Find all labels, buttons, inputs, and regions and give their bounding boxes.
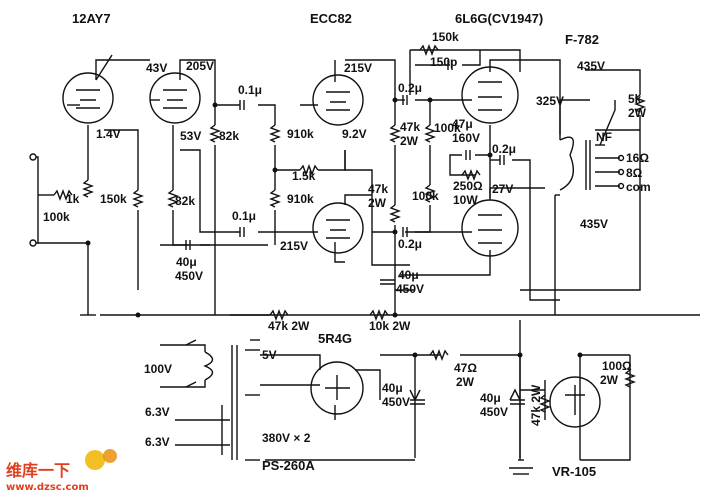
resistor-47k-upper-watt: 2W bbox=[400, 134, 419, 148]
capacitor-40u-a: 40μ bbox=[176, 255, 197, 269]
wiring bbox=[29, 49, 700, 475]
voltage-325v: 325V bbox=[536, 94, 564, 108]
capacitor-40u-c: 40μ bbox=[382, 381, 403, 395]
volume-pot-100k: 100k bbox=[43, 210, 70, 224]
capacitors bbox=[185, 60, 525, 405]
capacitor-47u: 47μ bbox=[452, 117, 473, 131]
junction-dots bbox=[85, 97, 583, 358]
resistor-250ohm: 250Ω bbox=[453, 179, 483, 193]
resistor-100ohm-watt: 2W bbox=[600, 373, 619, 387]
tube-label-ecc82: ECC82 bbox=[310, 11, 352, 26]
tube-label-5r4g: 5R4G bbox=[318, 331, 352, 346]
resistor-47ohm: 47Ω bbox=[454, 361, 477, 375]
voltage-215v-upper: 215V bbox=[344, 61, 372, 75]
terminal-com bbox=[617, 182, 625, 190]
power-transformer-label: PS-260A bbox=[262, 458, 315, 473]
heater-6-3v-b: 6.3V bbox=[145, 435, 170, 449]
voltage-9-2v: 9.2V bbox=[342, 127, 367, 141]
resistor-100k-grid-upper: 100k bbox=[434, 121, 461, 135]
terminal-16ohm bbox=[617, 154, 625, 162]
tap-8ohm: 8Ω bbox=[626, 166, 643, 180]
capacitor-40u-b-voltage: 450V bbox=[396, 282, 424, 296]
tube-envelopes bbox=[62, 66, 601, 428]
filament-5v: 5V bbox=[262, 348, 277, 362]
tube-label-vr105: VR-105 bbox=[552, 464, 596, 479]
voltage-205v: 205V bbox=[186, 59, 214, 73]
tube-internals bbox=[76, 81, 585, 415]
terminal-8ohm bbox=[617, 168, 625, 176]
watermark-url: www.dzsc.com bbox=[6, 482, 89, 493]
capacitor-47u-voltage: 160V bbox=[452, 131, 480, 145]
resistor-5k-watt: 2W bbox=[628, 106, 647, 120]
resistor-47k-2w-regulator: 47k 2W bbox=[529, 384, 543, 426]
capacitor-0-1u-bottom: 0.1μ bbox=[232, 209, 256, 223]
voltage-43v: 43V bbox=[146, 61, 167, 75]
resistor-150k-feedback: 150k bbox=[432, 30, 459, 44]
resistor-250ohm-watt: 10W bbox=[453, 193, 478, 207]
secondary-380v: 380V × 2 bbox=[262, 431, 311, 445]
tap-com: com bbox=[626, 180, 651, 194]
capacitor-40u-a-voltage: 450V bbox=[175, 269, 203, 283]
heater-6-3v-a: 6.3V bbox=[145, 405, 170, 419]
resistors bbox=[53, 44, 646, 413]
capacitor-0-1u-top: 0.1μ bbox=[238, 83, 262, 97]
tube-label-12ay7: 12AY7 bbox=[72, 11, 111, 26]
capacitor-40u-c-voltage: 450V bbox=[382, 395, 410, 409]
resistor-47k-lower: 47k bbox=[368, 182, 388, 196]
resistor-1k: 1k bbox=[66, 192, 80, 206]
output-transformer-label: F-782 bbox=[565, 32, 599, 47]
capacitor-40u-d: 40μ bbox=[480, 391, 501, 405]
resistor-47ohm-watt: 2W bbox=[456, 375, 475, 389]
voltage-27v: 27V bbox=[492, 182, 513, 196]
resistor-47k-2w-rail: 47k 2W bbox=[268, 319, 310, 333]
tube-label-6l6g: 6L6G(CV1947) bbox=[455, 11, 543, 26]
voltage-53v: 53V bbox=[180, 129, 201, 143]
resistor-150k: 150k bbox=[100, 192, 127, 206]
resistor-100ohm: 100Ω bbox=[602, 359, 632, 373]
capacitor-0-2u-top: 0.2μ bbox=[398, 81, 422, 95]
capacitor-150p: 150p bbox=[430, 55, 457, 69]
resistor-47k-upper: 47k bbox=[400, 120, 420, 134]
resistor-100k-grid-lower: 100k bbox=[412, 189, 439, 203]
watermark-text: 维库一下 bbox=[6, 461, 70, 480]
resistor-5k: 5k bbox=[628, 92, 642, 106]
resistor-82k-cathode: 82k bbox=[175, 194, 195, 208]
voltage-1-4v: 1.4V bbox=[96, 127, 121, 141]
tap-nf: NF bbox=[596, 130, 612, 144]
watermark-logo bbox=[85, 449, 117, 470]
capacitor-0-2u-cathode: 0.2μ bbox=[492, 142, 516, 156]
voltage-435v-top: 435V bbox=[577, 59, 605, 73]
capacitor-40u-d-voltage: 450V bbox=[480, 405, 508, 419]
capacitor-40u-b: 40μ bbox=[398, 268, 419, 282]
voltage-215v-lower: 215V bbox=[280, 239, 308, 253]
mains-100v: 100V bbox=[144, 362, 172, 376]
capacitor-0-2u-bottom: 0.2μ bbox=[398, 237, 422, 251]
resistor-82k-plate: 82k bbox=[219, 129, 239, 143]
resistor-910k-lower: 910k bbox=[287, 192, 314, 206]
resistor-1-5k: 1.5k bbox=[292, 169, 316, 183]
resistor-10k-2w-rail: 10k 2W bbox=[369, 319, 411, 333]
tap-16ohm: 16Ω bbox=[626, 151, 649, 165]
resistor-910k-upper: 910k bbox=[287, 127, 314, 141]
resistor-47k-lower-watt: 2W bbox=[368, 196, 387, 210]
voltage-435v-bottom: 435V bbox=[580, 217, 608, 231]
